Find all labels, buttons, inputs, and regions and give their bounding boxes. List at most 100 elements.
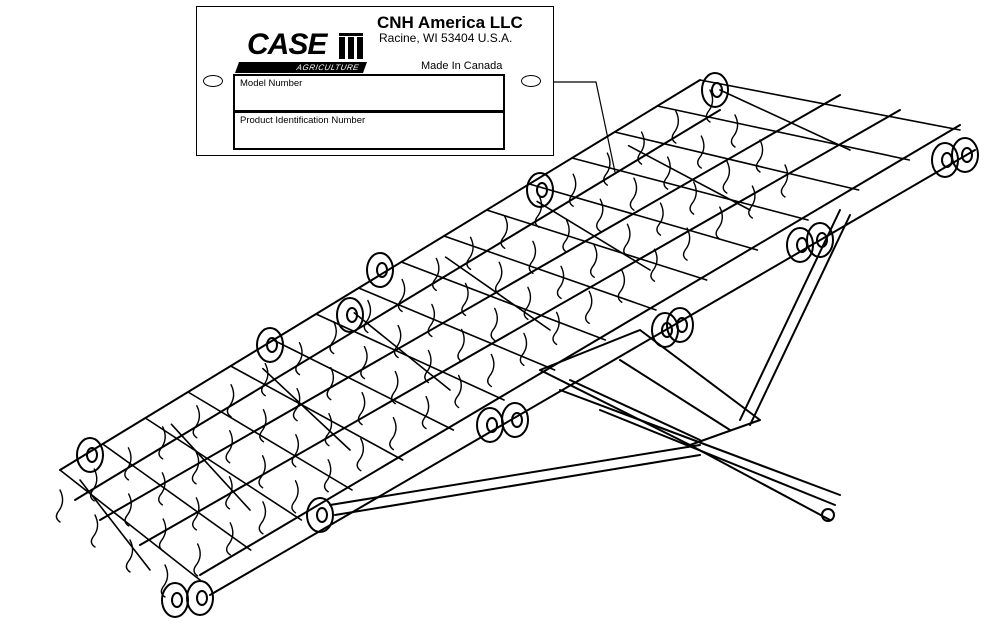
company-name: CNH America LLC xyxy=(377,13,523,32)
shank xyxy=(623,223,631,257)
shank xyxy=(562,219,570,253)
shank xyxy=(421,395,430,430)
wheel-hub xyxy=(346,307,358,323)
gauge-wheel xyxy=(701,72,729,108)
shank xyxy=(637,131,645,165)
shank xyxy=(457,328,465,363)
shank xyxy=(258,455,266,489)
shanks xyxy=(55,89,789,598)
shank xyxy=(259,409,267,443)
wheel-hub xyxy=(961,147,973,163)
gauge-wheel xyxy=(161,582,189,618)
diagonal-brace xyxy=(262,367,351,451)
shank xyxy=(552,311,560,346)
wheel-hub xyxy=(316,507,328,523)
shank xyxy=(494,261,503,296)
gauge-wheel xyxy=(256,327,284,363)
shank xyxy=(124,493,132,527)
shank xyxy=(650,248,658,282)
shank xyxy=(292,387,301,422)
shank xyxy=(730,114,739,148)
diagonal-brace xyxy=(353,312,451,391)
shank xyxy=(748,185,756,219)
shank xyxy=(326,366,335,401)
shank xyxy=(722,160,731,194)
wheel-hub xyxy=(266,337,278,353)
shank xyxy=(705,89,714,123)
model-number-field: Model Number xyxy=(233,74,505,112)
cross-member xyxy=(144,417,303,521)
cross-member xyxy=(272,339,455,431)
shank xyxy=(697,135,705,169)
shank xyxy=(584,290,593,325)
shank xyxy=(534,194,543,228)
shank xyxy=(424,349,432,384)
gauge-wheel xyxy=(786,227,814,263)
shank xyxy=(192,405,201,439)
cross-member xyxy=(187,391,353,491)
brand-subtitle: AGRICULTURE xyxy=(234,62,368,73)
model-number-label: Model Number xyxy=(240,78,303,89)
cross-member xyxy=(357,287,556,371)
shank xyxy=(466,236,474,271)
shank xyxy=(125,539,134,573)
shank xyxy=(603,152,611,186)
frame-rails xyxy=(59,79,976,596)
gauge-wheel xyxy=(806,222,834,258)
country-of-origin: Made In Canada xyxy=(421,60,503,72)
shank xyxy=(260,362,269,397)
wheel-hub xyxy=(86,447,98,463)
shank xyxy=(671,110,680,144)
shank xyxy=(389,416,397,451)
wheel-hub xyxy=(511,412,523,428)
shank xyxy=(360,345,368,380)
wheel-hub xyxy=(941,152,953,168)
shank xyxy=(663,156,671,190)
gauge-wheel xyxy=(336,297,364,333)
cross-member xyxy=(699,79,961,131)
cross-member xyxy=(656,105,911,161)
shank xyxy=(158,472,166,506)
brand-wordmark: CASE xyxy=(247,28,327,61)
hitch-tongue xyxy=(329,209,851,522)
shank xyxy=(192,497,200,531)
gauge-wheel xyxy=(931,142,959,178)
shank xyxy=(427,303,436,338)
cross-member xyxy=(101,443,252,551)
shank xyxy=(324,412,333,447)
wheels xyxy=(76,72,979,618)
gauge-wheel xyxy=(476,407,504,443)
shank xyxy=(357,391,366,426)
shank xyxy=(191,451,200,485)
shank xyxy=(556,265,565,300)
shank xyxy=(454,374,462,409)
shank xyxy=(461,282,469,317)
wheel-hub xyxy=(196,590,208,606)
shank xyxy=(780,164,789,198)
brand-emblem-icon xyxy=(339,33,363,59)
shank xyxy=(629,177,638,211)
gauge-wheel xyxy=(76,437,104,473)
mounting-hole-right xyxy=(521,75,541,87)
case-logo: CASE AGRICULTURE xyxy=(234,28,368,73)
diagonal-brace xyxy=(170,423,251,511)
wheel-hub xyxy=(536,182,548,198)
gauge-wheel xyxy=(951,137,979,173)
shank xyxy=(682,227,691,261)
cross-member xyxy=(485,209,708,281)
shank xyxy=(363,299,372,334)
shank xyxy=(523,286,532,321)
diagonal-brace xyxy=(79,479,151,571)
shank xyxy=(193,543,201,577)
shank xyxy=(225,430,233,464)
shank xyxy=(689,181,697,215)
shank xyxy=(595,198,604,232)
shank xyxy=(89,468,98,502)
leader-line xyxy=(553,81,616,173)
company-address: Racine, WI 53404 U.S.A. xyxy=(379,31,513,45)
shank xyxy=(393,324,402,359)
shank xyxy=(356,437,365,472)
wheel-hub xyxy=(486,417,498,433)
